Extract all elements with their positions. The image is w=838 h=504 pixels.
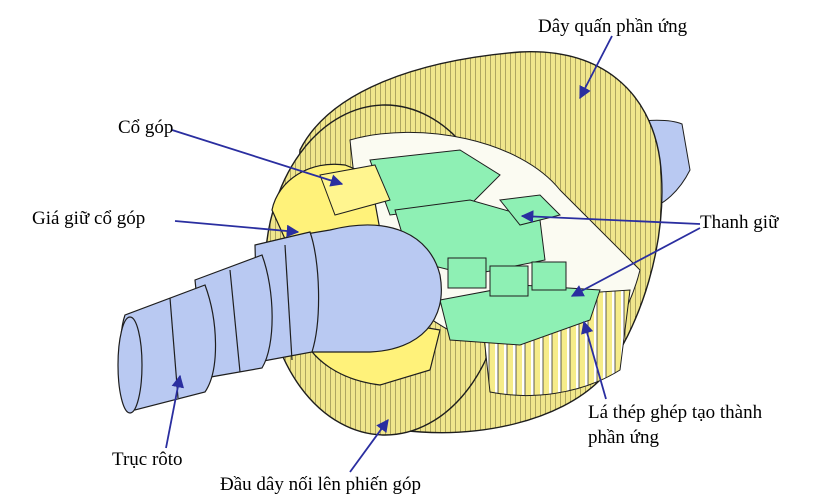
label-steel-laminations-line1: Lá thép ghép tạo thành [588, 402, 763, 423]
leader-armature-winding [579, 35, 613, 100]
label-commutator: Cổ góp [118, 117, 174, 138]
label-commutator-holder: Giá giữ cổ góp [32, 208, 146, 229]
leader-rotor-shaft [165, 374, 185, 449]
leader-retaining-bar-1 [520, 210, 701, 225]
leader-retaining-bar-2 [570, 227, 701, 297]
leader-commutator-holder [174, 220, 300, 238]
leader-steel-laminations [581, 320, 607, 400]
label-retaining-bar: Thanh giữ [700, 212, 779, 233]
leader-lead-wire [349, 418, 389, 473]
label-steel-laminations-line2: phần ứng [588, 427, 659, 448]
label-steel-laminations: Lá thép ghép tạo thành phần ứng [588, 400, 762, 450]
leader-commutator [171, 129, 344, 187]
rotor-shaft [117, 224, 442, 414]
label-armature-winding: Dây quấn phần ứng [538, 16, 688, 37]
label-rotor-shaft: Trục rôto [112, 449, 183, 470]
label-lead-wire: Đầu dây nối lên phiến góp [220, 474, 422, 495]
leader-lines [165, 35, 701, 473]
